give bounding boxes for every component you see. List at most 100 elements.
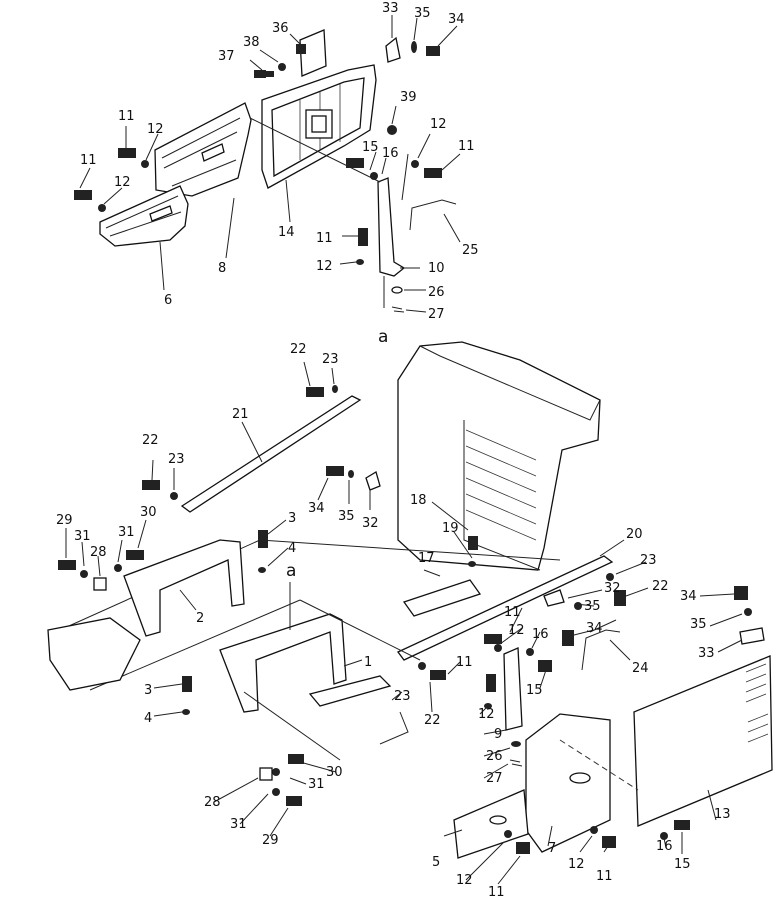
callout-14: 14 bbox=[278, 225, 295, 240]
callout-15: 15 bbox=[362, 140, 379, 155]
bracket-2 bbox=[123, 539, 245, 637]
callout-18: 18 bbox=[410, 493, 427, 508]
callout-32: 32 bbox=[604, 581, 621, 596]
callout-11: 11 bbox=[80, 153, 97, 168]
callout-12: 12 bbox=[456, 873, 473, 888]
callout-23: 23 bbox=[640, 553, 657, 568]
callout-39: 39 bbox=[400, 90, 417, 105]
callout-7: 7 bbox=[548, 841, 556, 856]
callout-34: 34 bbox=[586, 621, 603, 636]
callout-33: 33 bbox=[698, 646, 715, 661]
marker-a-upper: a bbox=[378, 327, 388, 347]
lower-frame-assembly bbox=[47, 341, 773, 859]
callout-23: 23 bbox=[394, 689, 411, 704]
callout-29: 29 bbox=[56, 513, 73, 528]
callout-23: 23 bbox=[168, 452, 185, 467]
marker-a-lower: a bbox=[286, 561, 296, 581]
callout-35: 35 bbox=[338, 509, 355, 524]
callout-12: 12 bbox=[147, 122, 164, 137]
door-panel-8 bbox=[154, 102, 252, 197]
side-door-13 bbox=[633, 655, 773, 827]
callout-25: 25 bbox=[462, 243, 479, 258]
callout-20: 20 bbox=[626, 527, 643, 542]
upper-door-assembly bbox=[99, 29, 457, 313]
callout-11: 11 bbox=[458, 139, 475, 154]
callout-11: 11 bbox=[118, 109, 135, 124]
callout-27: 27 bbox=[428, 307, 445, 322]
callout-30: 30 bbox=[326, 765, 343, 780]
callout-28: 28 bbox=[90, 545, 107, 560]
plate-5 bbox=[453, 789, 529, 859]
callout-37: 37 bbox=[218, 49, 235, 64]
callout-36: 36 bbox=[272, 21, 289, 36]
cab-housing bbox=[397, 341, 601, 571]
beam-21 bbox=[180, 395, 362, 513]
callout-labels: 36 33 35 34 38 37 39 11 12 11 12 12 11 1… bbox=[56, 1, 731, 900]
callout-26: 26 bbox=[428, 285, 445, 300]
fasteners bbox=[58, 41, 765, 854]
callout-5: 5 bbox=[432, 855, 440, 870]
callout-31: 31 bbox=[118, 525, 135, 540]
callout-11: 11 bbox=[316, 231, 333, 246]
callout-3: 3 bbox=[144, 683, 152, 698]
callout-22: 22 bbox=[290, 342, 307, 357]
callout-23: 23 bbox=[322, 352, 339, 367]
callout-4: 4 bbox=[144, 711, 152, 726]
callout-11: 11 bbox=[488, 885, 505, 900]
callout-30: 30 bbox=[140, 505, 157, 520]
callout-11: 11 bbox=[456, 655, 473, 670]
callout-12: 12 bbox=[478, 707, 495, 722]
bolt-icon bbox=[254, 70, 274, 78]
callout-35: 35 bbox=[690, 617, 707, 632]
bracket-1 bbox=[219, 613, 347, 713]
callout-19: 19 bbox=[442, 521, 459, 536]
callout-34: 34 bbox=[308, 501, 325, 516]
callout-34: 34 bbox=[680, 589, 697, 604]
leader-lines bbox=[65, 15, 743, 885]
callout-17: 17 bbox=[418, 551, 435, 566]
callout-15: 15 bbox=[526, 683, 543, 698]
door-panel-6 bbox=[99, 185, 189, 247]
callout-13: 13 bbox=[714, 807, 731, 822]
callout-22: 22 bbox=[652, 579, 669, 594]
callout-31: 31 bbox=[230, 817, 247, 832]
callout-11: 11 bbox=[504, 605, 521, 620]
callout-29: 29 bbox=[262, 833, 279, 848]
callout-22: 22 bbox=[142, 433, 159, 448]
hinge-post-10 bbox=[377, 177, 406, 277]
callout-12: 12 bbox=[114, 175, 131, 190]
callout-11: 11 bbox=[596, 869, 613, 884]
callout-15: 15 bbox=[674, 857, 691, 872]
callout-27: 27 bbox=[486, 771, 503, 786]
hinge-post-9 bbox=[503, 647, 523, 731]
callout-16: 16 bbox=[532, 627, 549, 642]
callout-8: 8 bbox=[218, 261, 226, 276]
callout-3: 3 bbox=[288, 511, 296, 526]
callout-9: 9 bbox=[494, 727, 502, 742]
callout-22: 22 bbox=[424, 713, 441, 728]
callout-34: 34 bbox=[448, 12, 465, 27]
callout-16: 16 bbox=[656, 839, 673, 854]
callout-12: 12 bbox=[508, 623, 525, 638]
callout-12: 12 bbox=[316, 259, 333, 274]
callout-24: 24 bbox=[632, 661, 649, 676]
callout-33: 33 bbox=[382, 1, 399, 16]
callout-28: 28 bbox=[204, 795, 221, 810]
callout-31: 31 bbox=[308, 777, 325, 792]
callout-38: 38 bbox=[243, 35, 260, 50]
callout-31: 31 bbox=[74, 529, 91, 544]
callout-12: 12 bbox=[430, 117, 447, 132]
callout-35: 35 bbox=[584, 599, 601, 614]
callout-21: 21 bbox=[232, 407, 249, 422]
callout-16: 16 bbox=[382, 146, 399, 161]
callout-12: 12 bbox=[568, 857, 585, 872]
callout-26: 26 bbox=[486, 749, 503, 764]
callout-10: 10 bbox=[428, 261, 445, 276]
beam-20 bbox=[396, 555, 614, 661]
callout-2: 2 bbox=[196, 611, 204, 626]
callout-1: 1 bbox=[364, 655, 372, 670]
callout-32: 32 bbox=[362, 516, 379, 531]
callout-4: 4 bbox=[288, 541, 296, 556]
callout-35: 35 bbox=[414, 6, 431, 21]
